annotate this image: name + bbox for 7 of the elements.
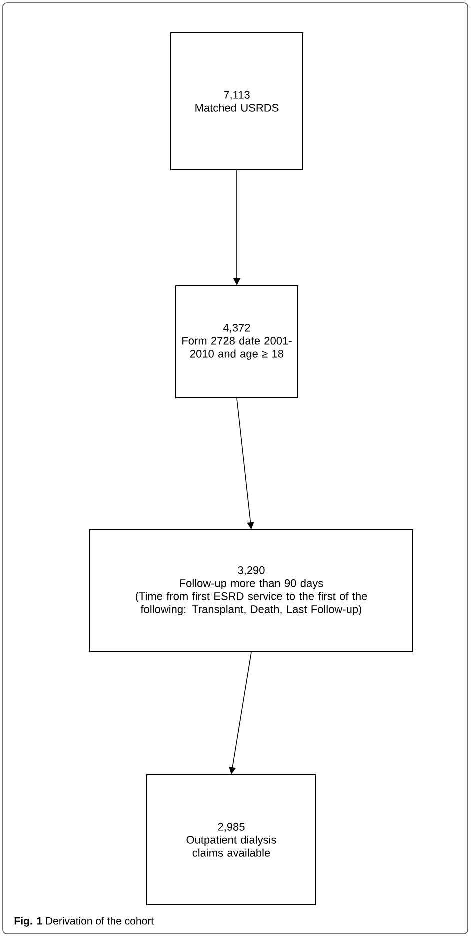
figure-caption: Fig. 1 Derivation of the cohort <box>14 917 154 927</box>
arrow <box>236 398 254 530</box>
process-box: 4,372 Form 2728 date 2001-2010 and age ≥ 18 <box>176 286 298 398</box>
arrow <box>229 652 252 774</box>
process-box: 7,113 Matched USRDS <box>170 32 304 170</box>
process-box: 3,290 Follow-up more than 90 days (Time from first ESRD service to the first of the following: Transplant, Death, Last Follow-up) <box>90 530 414 652</box>
process-box: 2,985 Outpatient dialysis claims available <box>146 774 316 906</box>
